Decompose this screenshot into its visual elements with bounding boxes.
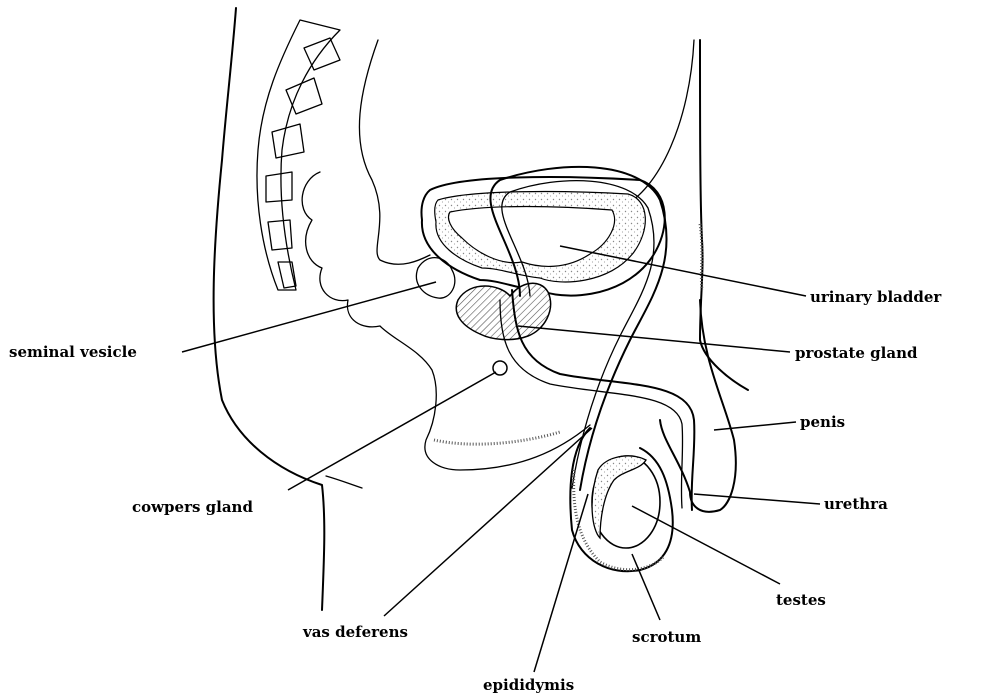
leader-testes — [632, 506, 780, 584]
perineum-hair — [434, 432, 560, 444]
leader-seminal-vesicle — [182, 282, 436, 352]
leader-epididymis — [534, 494, 588, 672]
leader-prostate-gland — [518, 326, 790, 352]
pubic-line — [620, 40, 694, 208]
label-vas-deferens: vas deferens — [303, 623, 408, 641]
leader-penis — [714, 422, 796, 430]
label-urinary-bladder: urinary bladder — [810, 288, 941, 306]
penis-outline — [660, 300, 736, 512]
leader-vas-deferens — [384, 428, 592, 616]
coccyx — [278, 262, 296, 288]
label-penis: penis — [800, 413, 845, 431]
sacrum-outer — [257, 20, 340, 290]
back-outline — [214, 8, 325, 610]
label-testes: testes — [776, 591, 826, 609]
label-cowpers-gland: cowpers gland — [132, 498, 253, 516]
leader-cowpers-gland — [288, 372, 496, 490]
thigh-crease — [326, 476, 362, 488]
abdominal-wall — [700, 40, 748, 390]
vertebra-1 — [304, 38, 340, 70]
label-urethra: urethra — [824, 495, 888, 513]
label-epididymis: epididymis — [483, 676, 574, 694]
vertebra-3 — [272, 124, 304, 158]
rectum-wall — [359, 40, 430, 264]
seminal-vesicle — [416, 258, 454, 299]
vertebra-4 — [266, 172, 292, 202]
label-seminal-vesicle: seminal vesicle — [9, 343, 137, 361]
label-prostate-gland: prostate gland — [795, 344, 917, 362]
prostate — [456, 283, 550, 339]
label-scrotum: scrotum — [632, 628, 701, 646]
vertebra-5 — [268, 220, 292, 250]
leader-urethra — [694, 494, 820, 504]
